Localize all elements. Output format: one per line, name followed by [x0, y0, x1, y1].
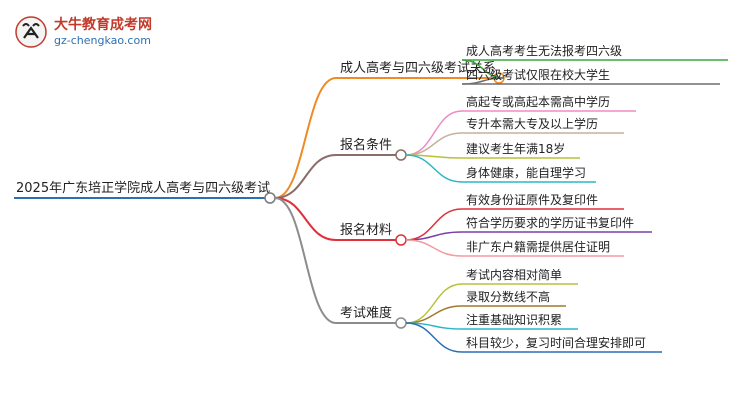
leaf-connector	[405, 283, 463, 324]
branch-node-dot[interactable]	[395, 317, 407, 329]
branch-connector	[274, 197, 337, 324]
logo-bull-icon	[15, 16, 47, 48]
branch-node-dot[interactable]	[395, 234, 407, 246]
leaf-connector	[405, 322, 463, 353]
branch-connector	[274, 197, 337, 241]
branch-connector	[274, 154, 337, 199]
logo-title: 大牛教育成考网	[54, 17, 152, 33]
root-node-label: 2025年广东培正学院成人高考与四六级考试	[16, 180, 270, 196]
leaf-node-label: 高起专或高起本需高中学历	[466, 94, 610, 109]
leaf-node-label: 有效身份证原件及复印件	[466, 192, 598, 207]
leaf-connector	[405, 110, 463, 156]
leaf-node-label: 四六级考试仅限在校大学生	[466, 67, 610, 82]
leaf-node-label: 录取分数线不高	[466, 289, 550, 304]
branch-node-label: 成人高考与四六级考试关系	[340, 60, 496, 76]
branch-connector	[274, 77, 337, 199]
leaf-node-label: 科目较少，复习时间合理安排即可	[466, 335, 646, 350]
leaf-connector	[405, 239, 463, 257]
leaf-node-label: 成人高考考生无法报考四六级	[466, 43, 622, 58]
branch-node-label: 报名材料	[340, 222, 392, 238]
leaf-connector	[405, 305, 463, 324]
leaf-node-label: 符合学历要求的学历证书复印件	[466, 215, 634, 230]
branch-node-label: 考试难度	[340, 305, 392, 321]
leaf-node-label: 注重基础知识积累	[466, 312, 562, 327]
leaf-connector	[405, 132, 463, 156]
leaf-connector	[405, 154, 463, 183]
leaf-node-label: 专升本需大专及以上学历	[466, 116, 598, 131]
leaf-node-label: 考试内容相对简单	[466, 267, 562, 282]
leaf-node-label: 建议考生年满18岁	[466, 141, 565, 156]
leaf-node-label: 非广东户籍需提供居住证明	[466, 239, 610, 254]
leaf-node-label: 身体健康，能自理学习	[466, 165, 586, 180]
branch-node-label: 报名条件	[340, 137, 392, 153]
site-logo[interactable]: 大牛教育成考网 gz-chengkao.com	[14, 12, 174, 54]
logo-url: gz-chengkao.com	[54, 34, 151, 47]
root-node-dot[interactable]	[264, 192, 276, 204]
branch-node-dot[interactable]	[395, 149, 407, 161]
